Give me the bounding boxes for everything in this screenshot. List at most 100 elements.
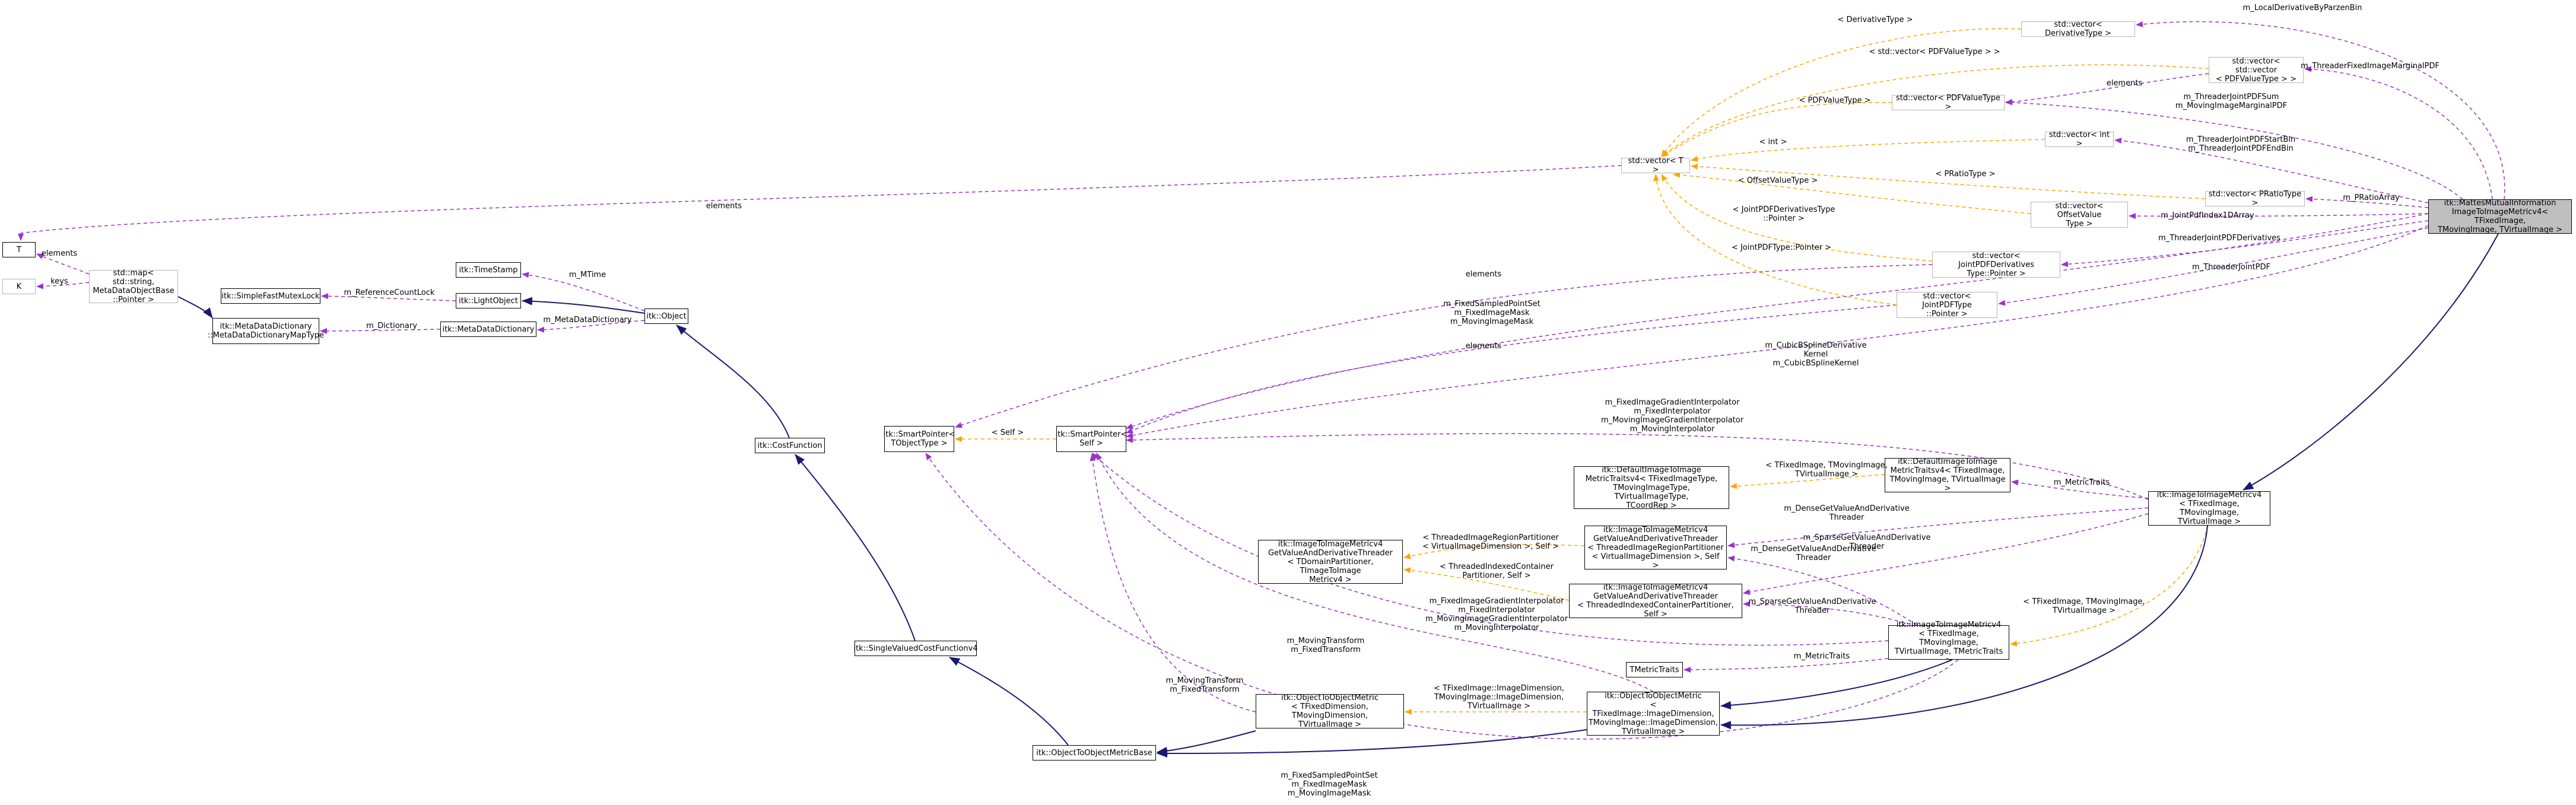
- node-metric-traits[interactable]: TMetricTraits: [1626, 662, 1683, 677]
- edge-label-elements-map: elements: [41, 249, 78, 258]
- edge-label-interp-upper: m_FixedImageGradientInterpolator m_Fixed…: [1600, 398, 1744, 434]
- node-vec-joint-deriv[interactable]: std::vector< JointPDFDerivatives Type::P…: [1932, 252, 2060, 278]
- node-t[interactable]: T: [2, 242, 36, 257]
- edge-label-dictionary: m_Dictionary: [366, 322, 417, 330]
- node-std-vector-t[interactable]: std::vector< T >: [1621, 157, 1690, 174]
- edge-region-tpl: [1403, 544, 1585, 559]
- edge-label-interp-lower: m_FixedImageGradientInterpolator m_Fixed…: [1425, 597, 1568, 632]
- edge-transform-lower: [1090, 454, 1256, 712]
- node-getvalue-region[interactable]: itk::ImageToImageMetricv4 GetValueAndDer…: [1584, 526, 1727, 570]
- edge-pdf-tpl: [1661, 102, 1892, 157]
- node-vec-pratio[interactable]: std::vector< PRatioType >: [2205, 190, 2305, 208]
- edges-layer: [18, 21, 2505, 758]
- edge-cf-object: [676, 324, 790, 438]
- edge-label-pratio-tpl: < PRatioType >: [1935, 170, 1996, 179]
- edge-threader-pdf: [1998, 227, 2429, 306]
- node-object[interactable]: itk::Object: [644, 308, 688, 324]
- edge-pratio-array: [2305, 196, 2429, 208]
- edge-o2obase-scf: [949, 657, 1069, 746]
- node-cost-function[interactable]: itk::CostFunction: [755, 438, 825, 453]
- edge-label-offset-tpl: < OffsetValueType >: [1738, 176, 1818, 185]
- node-vec-pdf[interactable]: std::vector< PDFValueType >: [1892, 94, 2005, 112]
- edge-o2o-base: [1157, 729, 1587, 758]
- edge-sparse-lower: [1743, 601, 1917, 627]
- node-std-map[interactable]: std::map< std::string, MetaDataObjectBas…: [89, 269, 178, 304]
- edge-label-cubic: m_CubicBSplineDerivative Kernel m_CubicB…: [1765, 341, 1867, 368]
- node-getvalue-tmpl[interactable]: itk::ImageToImageMetricv4 GetValueAndDer…: [1258, 540, 1403, 584]
- node-o2o-tmpl[interactable]: itk::ObjectToObjectMetric < TFixedDimens…: [1256, 693, 1404, 729]
- node-vec-offset[interactable]: std::vector< OffsetValue Type >: [2031, 202, 2128, 228]
- node-time-stamp[interactable]: itk::TimeStamp: [456, 262, 521, 278]
- edge-transform-upper: [1096, 453, 1654, 692]
- edge-pdfindex: [2129, 213, 2429, 219]
- node-single-valued-cf[interactable]: itk::SingleValuedCostFunctionv4: [853, 641, 978, 656]
- edge-interp-upper: [1126, 433, 2149, 500]
- edge-fixed-sampled: [1126, 213, 2429, 429]
- node-default-traits-tmpl[interactable]: itk::DefaultImageToImage MetricTraitsv4<…: [1574, 466, 1729, 510]
- node-light-object[interactable]: itk::LightObject: [456, 293, 521, 308]
- edge-label-jointderiv-tpl: < JointPDFDerivativesType ::Pointer >: [1732, 205, 1835, 223]
- edge-label-traits-tpl: < TFixedImage, TMovingImage, TVirtualIma…: [1765, 461, 1888, 479]
- edge-fixed-marginal: [2304, 66, 2493, 200]
- edge-label-dense-upper: m_DenseGetValueAndDerivative Threader: [1784, 504, 1910, 522]
- edge-elements-map: [36, 253, 90, 275]
- edge-label-threader-pdf: m_ThreaderJointPDF: [2191, 263, 2271, 272]
- edge-keys: [36, 282, 90, 289]
- edge-metric-traits-u: [2011, 479, 2149, 499]
- edge-label-elements-sp2: elements: [1465, 342, 1502, 351]
- edge-jointderiv-tpl: [1661, 174, 1933, 262]
- edge-interp-lower: [1091, 453, 1889, 646]
- edge-mattes-itim4: [2243, 233, 2499, 491]
- node-obj-to-obj-base[interactable]: itk::ObjectToObjectMetricBase: [1033, 745, 1156, 761]
- edge-refcount: [321, 293, 456, 301]
- edge-dense-lower: [1727, 555, 1917, 626]
- node-simple-fast-mutex[interactable]: itk::SimpleFastMutexLock: [221, 288, 320, 304]
- edge-label-pdfindex: m_JointPdfIndex1DArray: [2161, 211, 2254, 220]
- edge-elements-sp1: [955, 264, 1933, 428]
- node-meta-dict[interactable]: itk::MetaDataDictionary: [440, 322, 536, 337]
- edge-label-vecvec-tpl: < std::vector< PDFValueType > >: [1869, 47, 2000, 56]
- node-getvalue-indexed[interactable]: itk::ImageToImageMetricv4 GetValueAndDer…: [1569, 583, 1742, 619]
- node-smart-ptr-self[interactable]: itk::SmartPointer< Self >: [1056, 426, 1127, 452]
- edge-label-region-tpl: < ThreadedImageRegionPartitioner < Virtu…: [1422, 533, 1559, 551]
- edge-o2otmpl-base: [1157, 730, 1256, 755]
- edge-scf-cf: [795, 454, 916, 641]
- node-vec-int[interactable]: std::vector< int >: [2045, 131, 2114, 148]
- node-vec-vec-pdf[interactable]: std::vector< std::vector < PDFValueType …: [2209, 57, 2304, 84]
- node-itim4-tmpl[interactable]: itk::ImageToImageMetricv4 < TFixedImage,…: [1888, 621, 2009, 665]
- edge-label-pratio-array: m_PRatioArray: [2343, 193, 2400, 202]
- edge-itim4tmpl-o2o: [1720, 659, 1953, 709]
- node-itim4[interactable]: itk::ImageToImageMetricv4 < TFixedImage,…: [2148, 491, 2270, 526]
- node-k[interactable]: K: [2, 279, 36, 294]
- edge-label-jointpdf-tpl: < JointPDFType::Pointer >: [1731, 243, 1832, 252]
- edge-label-sparse-upper: m_SparseGetValueAndDerivative Threader: [1803, 533, 1931, 551]
- node-vec-joint-pdf[interactable]: std::vector< JointPDFType ::Pointer >: [1897, 292, 1997, 319]
- edge-label-startbin: m_ThreaderJointPDFStartBin m_ThreaderJoi…: [2186, 135, 2296, 153]
- edge-cubic: [1126, 225, 2429, 438]
- edge-label-int-tpl: < int >: [1759, 138, 1787, 147]
- edge-label-refcount: m_ReferenceCountLock: [344, 288, 435, 297]
- edge-deriv-tpl: [1661, 28, 2022, 157]
- edge-indexed-tpl: [1403, 567, 1570, 601]
- edge-label-o2o-tpl: < TFixedImage::ImageDimension, TMovingIm…: [1433, 684, 1565, 711]
- edge-sparse-upper: [1743, 513, 2149, 595]
- edge-dictionary: [320, 327, 441, 334]
- node-default-traits[interactable]: itk::DefaultImageToImage MetricTraitsv4<…: [1885, 457, 2010, 493]
- node-o2o[interactable]: itk::ObjectToObjectMetric < TFixedImage:…: [1587, 692, 1720, 736]
- edge-label-transform-lower: m_MovingTransform m_FixedTransform: [1165, 676, 1244, 694]
- node-meta-dict-map[interactable]: itk::MetaDataDictionary ::MetaDataDictio…: [208, 318, 324, 344]
- edge-lightobj-meta: [177, 296, 213, 319]
- edge-vecvec-tpl: [1661, 64, 2209, 157]
- edge-label-elements-sp1: elements: [1465, 270, 1502, 279]
- edge-label-pdf-tpl: < PDFValueType >: [1799, 96, 1871, 105]
- node-mattes[interactable]: itk::MattesMutualInformation ImageToImag…: [2428, 199, 2572, 234]
- edge-label-self-tpl: < Self >: [991, 428, 1024, 437]
- edge-local-deriv: [2136, 21, 2505, 200]
- edge-metric-traits-l: [1684, 658, 1889, 673]
- edge-label-metric-traits-upper: m_MetricTraits: [2053, 478, 2110, 487]
- node-vec-derivative[interactable]: std::vector< DerivativeType >: [2021, 20, 2135, 38]
- node-smart-ptr-tobject[interactable]: itk::SmartPointer< TObjectType >: [884, 426, 955, 452]
- edge-label-metadict: m_MetaDataDictionary: [543, 316, 632, 324]
- edge-int-tpl: [1691, 139, 2045, 162]
- edge-label-mtime: m_MTime: [568, 271, 606, 279]
